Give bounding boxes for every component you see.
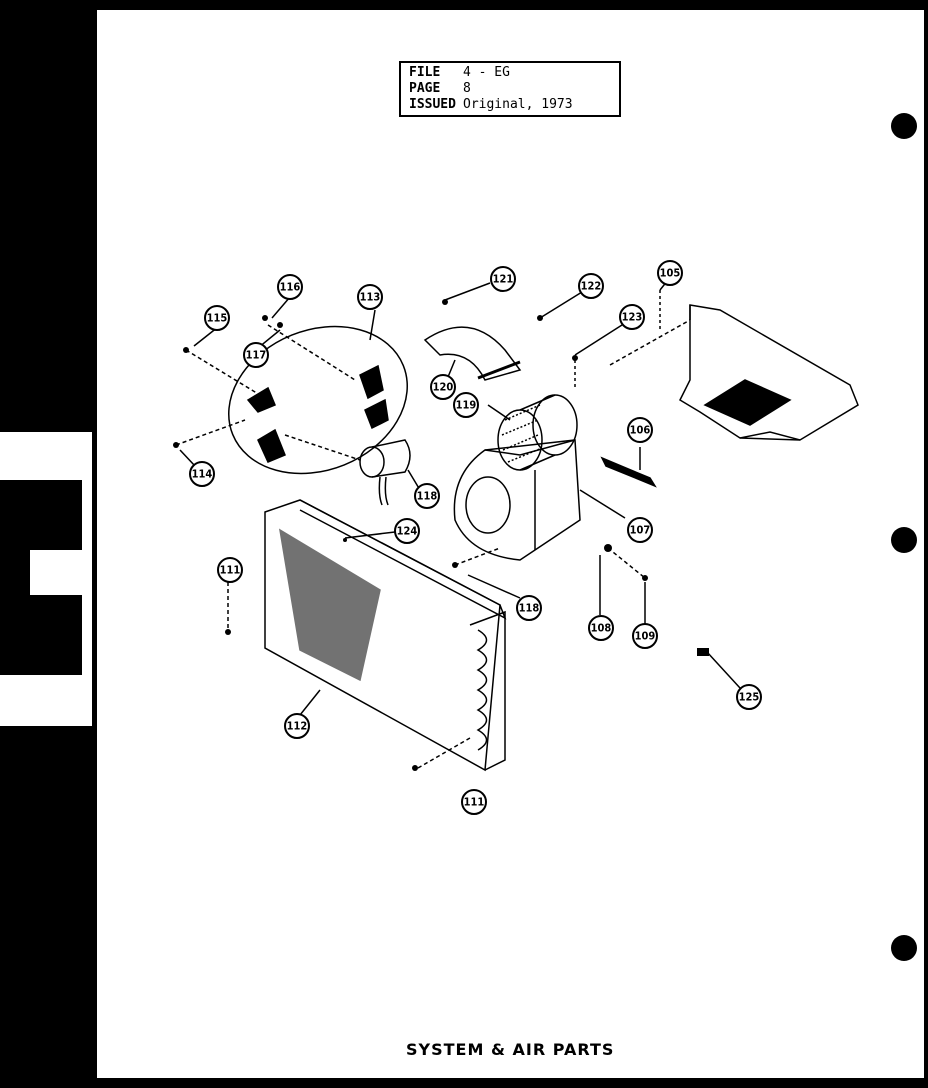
page-label: PAGE <box>409 81 441 96</box>
page-value: 8 <box>463 81 471 96</box>
callout-117: 117 <box>243 342 269 368</box>
callout-label: 111 <box>464 796 485 809</box>
file-value: 4 - EG <box>463 65 510 80</box>
callout-115: 115 <box>204 305 230 331</box>
blower-housing-drawing <box>453 439 581 561</box>
callout-label: 125 <box>739 691 760 704</box>
callout-label: 115 <box>207 312 228 325</box>
callout-111-bottom: 111 <box>461 789 487 815</box>
issued-label: ISSUED <box>409 97 456 112</box>
callout-label: 109 <box>635 630 656 643</box>
callout-118-capacitor: 118 <box>414 483 440 509</box>
blower-wheel-drawing <box>497 394 578 471</box>
blower-shield-drawing <box>423 326 522 381</box>
evaporator-coil-drawing <box>227 499 507 772</box>
issued-value: Original, 1973 <box>463 97 573 112</box>
callout-label: 105 <box>660 267 681 280</box>
callout-109: 109 <box>632 623 658 649</box>
strap-drawing <box>600 456 657 488</box>
callout-label: 108 <box>591 622 612 635</box>
callout-label: 114 <box>192 468 213 481</box>
callout-label: 124 <box>397 525 418 538</box>
callout-119: 119 <box>453 392 479 418</box>
callout-118-screw: 118 <box>516 595 542 621</box>
callout-114: 114 <box>189 461 215 487</box>
binder-hole-bottom <box>891 935 917 961</box>
capacitor-drawing <box>359 439 411 506</box>
callout-label: 118 <box>519 602 540 615</box>
binder-hole-top <box>891 113 917 139</box>
callout-113: 113 <box>357 284 383 310</box>
callout-label: 116 <box>280 281 301 294</box>
callout-116: 116 <box>277 274 303 300</box>
file-info-box: FILE 4 - EG PAGE 8 ISSUED Original, 1973 <box>399 61 621 117</box>
callout-label: 118 <box>417 490 438 503</box>
callout-111-left: 111 <box>217 557 243 583</box>
callout-107: 107 <box>627 517 653 543</box>
callout-108: 108 <box>588 615 614 641</box>
callout-106: 106 <box>627 417 653 443</box>
callout-label: 112 <box>287 720 308 733</box>
file-label: FILE <box>409 65 441 80</box>
callout-label: 119 <box>456 399 477 412</box>
callout-label: 122 <box>581 280 602 293</box>
callout-120: 120 <box>430 374 456 400</box>
screws <box>173 299 709 771</box>
callout-123: 123 <box>619 304 645 330</box>
electrical-box-drawing <box>175 324 408 475</box>
callout-label: 111 <box>220 564 241 577</box>
callout-122: 122 <box>578 273 604 299</box>
callout-label: 107 <box>630 524 651 537</box>
manual-page <box>97 10 924 1078</box>
callout-112: 112 <box>284 713 310 739</box>
callout-121: 121 <box>490 266 516 292</box>
diagram-caption: SYSTEM & AIR PARTS <box>406 1040 615 1059</box>
callout-label: 113 <box>360 291 381 304</box>
callout-124: 124 <box>394 518 420 544</box>
callout-label: 106 <box>630 424 651 437</box>
callout-label: 117 <box>246 349 267 362</box>
callout-label: 123 <box>622 311 643 324</box>
section-tab-letter-e <box>0 480 82 675</box>
callout-125: 125 <box>736 684 762 710</box>
callout-105: 105 <box>657 260 683 286</box>
base-plate-drawing <box>609 290 859 441</box>
callout-label: 120 <box>433 381 454 394</box>
callout-label: 121 <box>493 273 514 286</box>
binder-hole-middle <box>891 527 917 553</box>
